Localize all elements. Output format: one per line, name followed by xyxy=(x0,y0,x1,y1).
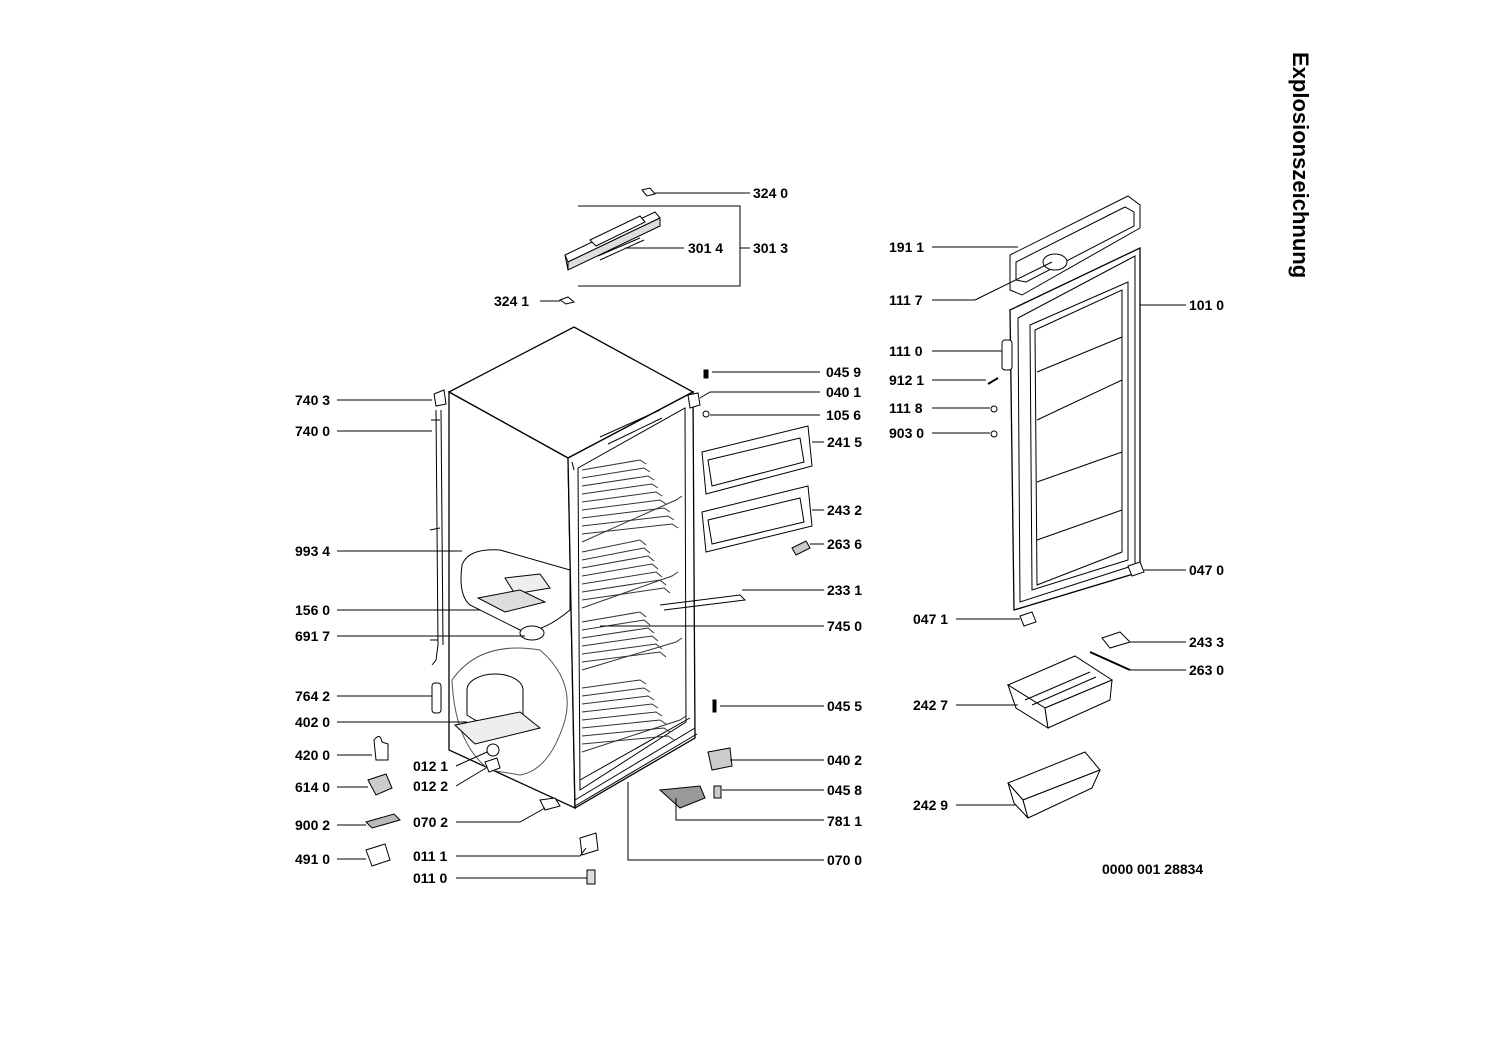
part-label-900-2: 900 2 xyxy=(295,817,331,833)
part-label-111-8: 111 8 xyxy=(889,400,923,416)
part-label-781-1: 781 1 xyxy=(827,813,863,829)
leader-lines xyxy=(337,192,1186,879)
part-label-070-0: 070 0 xyxy=(827,852,863,868)
page-title: Explosionszeichnung xyxy=(1288,52,1313,279)
part-label-491-0: 491 0 xyxy=(295,851,331,867)
door-shelves xyxy=(658,369,813,809)
part-label-040-2: 040 2 xyxy=(827,752,863,768)
part-label-047-1: 047 1 xyxy=(913,611,949,627)
door xyxy=(987,195,1145,627)
part-label-243-3: 243 3 xyxy=(1189,634,1225,650)
part-label-263-6: 263 6 xyxy=(827,536,863,552)
baskets xyxy=(1006,631,1131,819)
part-label-691-7: 691 7 xyxy=(295,628,331,644)
part-label-045-8: 045 8 xyxy=(827,782,863,798)
part-label-101-0: 101 0 xyxy=(1189,297,1225,313)
part-label-301-4: 301 4 xyxy=(688,240,724,256)
part-label-745-0: 745 0 xyxy=(827,618,863,634)
part-label-241-5: 241 5 xyxy=(827,434,863,450)
part-label-912-1: 912 1 xyxy=(889,372,925,388)
part-label-242-9: 242 9 xyxy=(913,797,949,813)
wire-shelves xyxy=(581,459,687,753)
part-label-402-0: 402 0 xyxy=(295,714,331,730)
part-label-111-7: 111 7 xyxy=(889,292,923,308)
part-label-040-1: 040 1 xyxy=(826,384,862,400)
part-label-243-2: 243 2 xyxy=(827,502,863,518)
part-label-011-0: 011 0 xyxy=(413,870,448,886)
part-label-105-6: 105 6 xyxy=(826,407,862,423)
part-label-740-0: 740 0 xyxy=(295,423,331,439)
part-label-111-0: 111 0 xyxy=(889,343,923,359)
control-box xyxy=(460,549,571,641)
part-label-764-2: 764 2 xyxy=(295,688,331,704)
part-label-420-0: 420 0 xyxy=(295,747,331,763)
part-label-301-3: 301 3 xyxy=(753,240,789,256)
part-label-191-1: 191 1 xyxy=(889,239,925,255)
part-label-045-5: 045 5 xyxy=(827,698,863,714)
part-label-993-4: 993 4 xyxy=(295,543,331,559)
part-label-242-7: 242 7 xyxy=(913,697,949,713)
part-label-070-2: 070 2 xyxy=(413,814,449,830)
compressor xyxy=(451,647,568,811)
part-label-045-9: 045 9 xyxy=(826,364,862,380)
part-label-324-0: 324 0 xyxy=(753,185,789,201)
part-label-047-0: 047 0 xyxy=(1189,562,1225,578)
part-label-740-3: 740 3 xyxy=(295,392,331,408)
control-panel-part xyxy=(558,187,661,305)
part-label-614-0: 614 0 xyxy=(295,779,331,795)
part-label-233-1: 233 1 xyxy=(827,582,863,598)
part-label-324-1: 324 1 xyxy=(494,293,530,309)
part-label-012-2: 012 2 xyxy=(413,778,449,794)
part-label-263-0: 263 0 xyxy=(1189,662,1225,678)
document-number: 0000 001 28834 xyxy=(1102,861,1204,877)
part-label-011-1: 011 1 xyxy=(413,848,448,864)
side-rail xyxy=(429,389,447,666)
small-parts-left xyxy=(365,682,599,885)
part-label-156-0: 156 0 xyxy=(295,602,331,618)
part-label-903-0: 903 0 xyxy=(889,425,925,441)
part-label-012-1: 012 1 xyxy=(413,758,449,774)
